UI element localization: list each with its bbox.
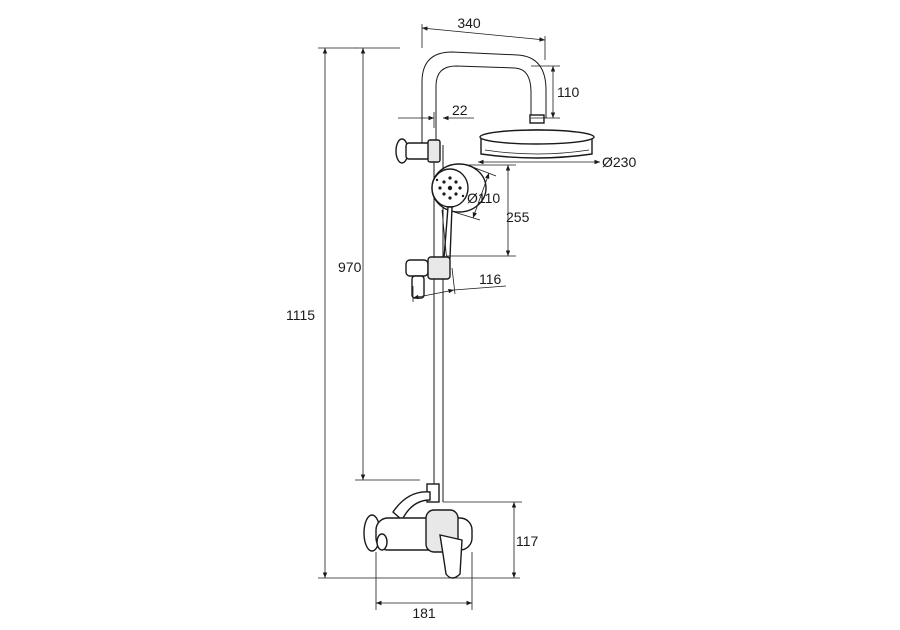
diverter xyxy=(392,483,440,522)
dim-hand-spacing: 255 xyxy=(506,209,530,225)
dim-rail-offset: 22 xyxy=(452,102,468,118)
overhead-shower-head xyxy=(479,129,595,159)
shower-column xyxy=(363,51,595,579)
dim-hand-diameter: Ø110 xyxy=(467,190,500,206)
wall-bracket-upper xyxy=(395,138,441,164)
dim-holder-reach: 116 xyxy=(479,271,502,287)
dim-head-diameter: Ø230 xyxy=(602,154,636,170)
dim-head-drop: 110 xyxy=(557,84,580,100)
hand-shower xyxy=(431,163,487,263)
dim-rail-height: 970 xyxy=(338,259,362,275)
dim-valve-height: 117 xyxy=(516,533,539,549)
dim-total-height: 1115 xyxy=(286,307,315,323)
mixer-valve xyxy=(363,509,473,579)
overhead-arm xyxy=(421,51,547,145)
dim-arm-reach: 340 xyxy=(457,15,481,31)
dim-valve-width: 181 xyxy=(412,605,436,621)
spray-nozzles xyxy=(435,176,465,200)
dimension-labels: 340 110 22 Ø230 Ø110 255 116 970 1115 11… xyxy=(286,15,636,621)
dimension-lines xyxy=(318,24,600,610)
